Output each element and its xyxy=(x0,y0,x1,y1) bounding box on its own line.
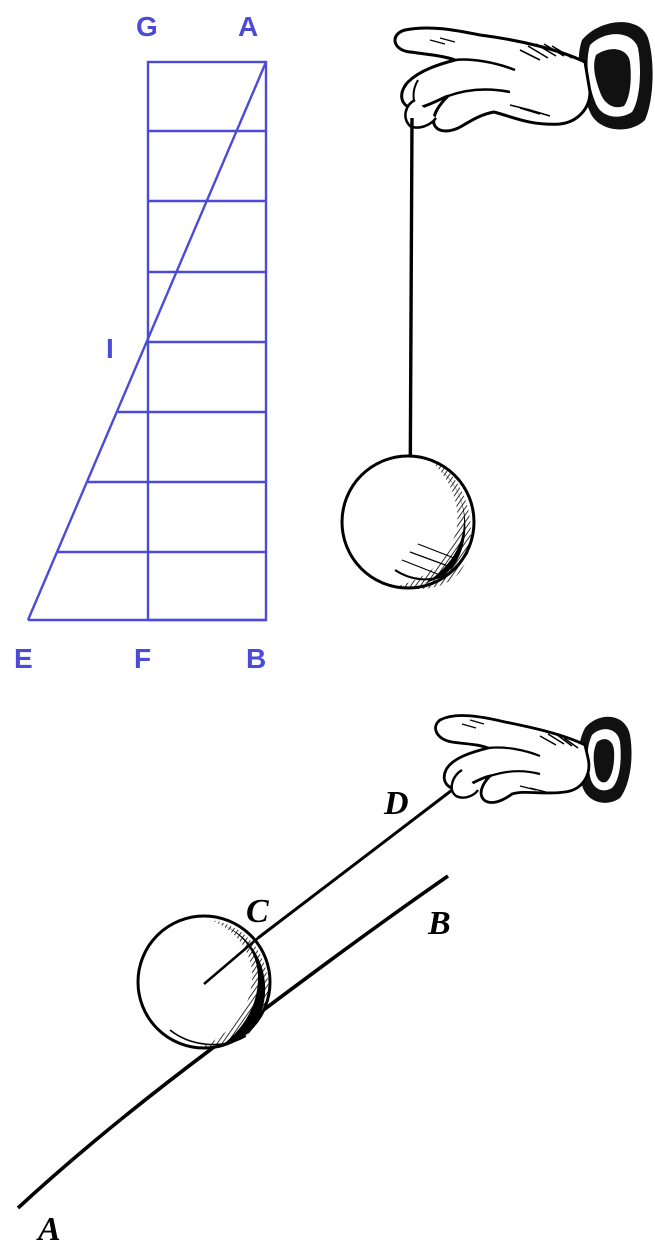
label-d: D xyxy=(383,785,409,822)
ball-icon xyxy=(340,454,476,590)
label-c: C xyxy=(246,893,269,930)
incline-line xyxy=(16,874,450,1210)
hand-icon xyxy=(393,22,653,133)
hand-icon xyxy=(434,714,632,804)
ball-icon xyxy=(136,914,272,1050)
label-a-incline: A xyxy=(36,1211,61,1248)
diagonal-line xyxy=(26,61,268,621)
string-line xyxy=(257,782,461,940)
grid-labels: G A I E F B xyxy=(14,11,266,674)
label-i: I xyxy=(106,333,114,364)
label-a: A xyxy=(238,11,258,42)
label-b-incline: B xyxy=(427,905,451,942)
grid-figure xyxy=(26,60,268,622)
label-b: B xyxy=(246,643,266,674)
pendulum-figure xyxy=(340,22,653,590)
incline-figure: D C B A xyxy=(16,714,632,1248)
label-g: G xyxy=(136,11,158,42)
label-e: E xyxy=(14,643,33,674)
incline-labels: D C B A xyxy=(36,785,451,1248)
label-f: F xyxy=(134,643,151,674)
